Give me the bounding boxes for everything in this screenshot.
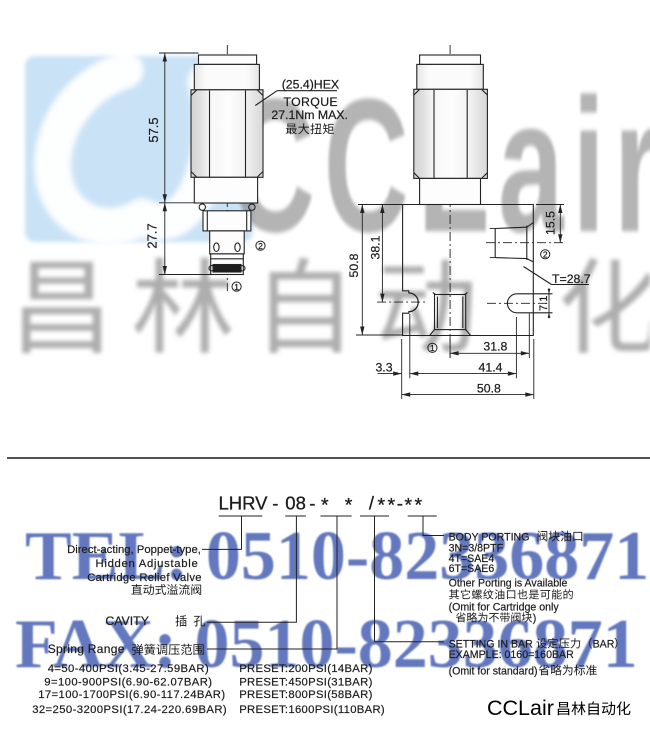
svg-text:EXAMPLE: 0160=160BAR: EXAMPLE: 0160=160BAR xyxy=(449,649,574,661)
svg-text:LHRV: LHRV xyxy=(219,493,269,514)
svg-text:50.8: 50.8 xyxy=(477,382,501,396)
svg-text:BAR: BAR xyxy=(593,639,615,651)
svg-text:-: - xyxy=(272,493,278,514)
svg-text:*: * xyxy=(405,495,413,517)
svg-text:3.3: 3.3 xyxy=(375,361,392,375)
svg-text:(Omit for Cartridge only: (Omit for Cartridge only xyxy=(449,602,560,614)
svg-text:TORQUE: TORQUE xyxy=(284,95,338,109)
svg-text:/: / xyxy=(369,493,375,514)
svg-text:4=50-400PSI(3.45-27.59BAR): 4=50-400PSI(3.45-27.59BAR) xyxy=(48,663,209,675)
svg-text:T=28.7: T=28.7 xyxy=(552,272,591,286)
svg-text:(Omit for standard): (Omit for standard) xyxy=(449,666,538,678)
svg-text:Spring Range: Spring Range xyxy=(48,642,125,656)
svg-text:PRESET:800PSI(58BAR): PRESET:800PSI(58BAR) xyxy=(239,689,372,701)
svg-text:Hidden Adjustable: Hidden Adjustable xyxy=(96,558,199,570)
svg-text:BODY PORTING: BODY PORTING xyxy=(449,532,530,544)
svg-text:*: * xyxy=(378,495,386,517)
svg-text:*: * xyxy=(321,495,329,517)
svg-text:Other Porting is Available: Other Porting is Available xyxy=(449,578,568,590)
svg-text:2: 2 xyxy=(258,241,263,251)
svg-text:*: * xyxy=(388,495,396,517)
svg-text:38.1: 38.1 xyxy=(369,235,383,259)
svg-text:-: - xyxy=(309,493,315,514)
svg-text:CCLair: CCLair xyxy=(487,696,554,720)
svg-text:31.8: 31.8 xyxy=(483,340,507,354)
svg-text:27.1Nm MAX.: 27.1Nm MAX. xyxy=(271,108,348,122)
svg-text:17=100-1700PSI(6.90-117.24BAR): 17=100-1700PSI(6.90-117.24BAR) xyxy=(38,689,225,701)
svg-text:): ) xyxy=(533,613,537,625)
svg-text:27.7: 27.7 xyxy=(145,223,160,248)
svg-text:1: 1 xyxy=(430,343,435,353)
svg-text:Cartridge Relief Valve: Cartridge Relief Valve xyxy=(87,572,202,584)
svg-text:*: * xyxy=(345,495,353,517)
svg-text:PRESET:450PSI(31BAR): PRESET:450PSI(31BAR) xyxy=(239,677,372,689)
svg-text:*: * xyxy=(415,495,423,517)
svg-text:41.4: 41.4 xyxy=(479,361,503,375)
svg-text:4T=SAE4: 4T=SAE4 xyxy=(449,553,495,565)
svg-text:1: 1 xyxy=(234,282,239,292)
svg-text:(25.4)HEX: (25.4)HEX xyxy=(282,77,339,91)
svg-text:6T=SAE6: 6T=SAE6 xyxy=(449,563,495,575)
svg-text:3N=3/8PTF: 3N=3/8PTF xyxy=(449,543,504,555)
svg-text:2: 2 xyxy=(543,250,548,260)
svg-text:7.1: 7.1 xyxy=(538,296,550,311)
svg-text:Direct-acting, Poppet-type,: Direct-acting, Poppet-type, xyxy=(67,544,201,556)
svg-text:57.5: 57.5 xyxy=(146,117,161,142)
svg-text:50.8: 50.8 xyxy=(347,253,361,277)
svg-text:15.5: 15.5 xyxy=(544,211,558,235)
svg-text:9=100-900PSI(6.90-62.07BAR): 9=100-900PSI(6.90-62.07BAR) xyxy=(44,677,212,689)
svg-text:PRESET:200PSI(14BAR): PRESET:200PSI(14BAR) xyxy=(239,663,372,675)
svg-text:SETTING IN BAR: SETTING IN BAR xyxy=(449,639,534,651)
svg-text:CAVITY: CAVITY xyxy=(105,614,149,628)
svg-text:PRESET:1600PSI(110BAR): PRESET:1600PSI(110BAR) xyxy=(239,704,385,716)
svg-text:-: - xyxy=(397,493,403,514)
svg-text:32=250-3200PSI(17.24-220.69BAR: 32=250-3200PSI(17.24-220.69BAR) xyxy=(32,704,227,716)
svg-text:08: 08 xyxy=(285,493,306,514)
